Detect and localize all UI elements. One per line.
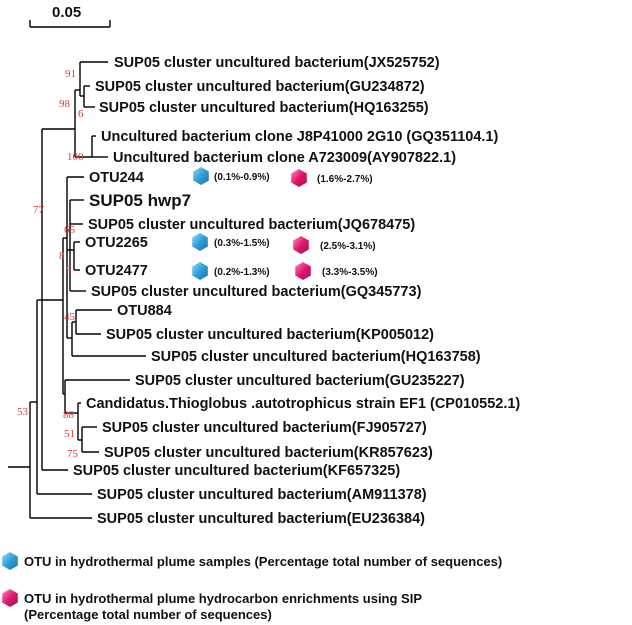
bootstrap-value: 77 [33, 204, 45, 216]
sip-hexagon-icon [295, 262, 311, 280]
bootstrap-value: 5 [66, 264, 72, 276]
bootstrap-values: 91 98 6 100 77 65 8 5 45 53 88 51 75 [17, 68, 84, 460]
leaf-label: Candidatus.Thioglobus .autotrophicus str… [86, 396, 520, 412]
bootstrap-value: 91 [65, 68, 76, 80]
bootstrap-value: 53 [17, 406, 29, 418]
legend-sip-text-line1: OTU in hydrothermal plume hydrocarbon en… [24, 591, 422, 606]
leaf-labels: SUP05 cluster uncultured bacterium(JX525… [73, 55, 520, 527]
leaf-label: SUP05 cluster uncultured bacterium(HQ163… [151, 349, 481, 365]
leaf-label: SUP05 cluster uncultured bacterium(EU236… [97, 511, 425, 527]
leaf-label: SUP05 cluster uncultured bacterium(AM911… [97, 487, 427, 503]
otu2265-sip-percentage: (2.5%-3.1%) [320, 241, 376, 252]
tree-branches [8, 61, 146, 519]
leaf-label: OTU2265 [85, 235, 148, 251]
leaf-label: SUP05 cluster uncultured bacterium(GU235… [135, 373, 465, 389]
leaf-label: SUP05 cluster uncultured bacterium(JX525… [114, 55, 440, 71]
otu2477-markers: (0.2%-1.3%) (3.3%-3.5%) [192, 262, 378, 280]
leaf-label: SUP05 cluster uncultured bacterium(KP005… [106, 327, 434, 343]
otu2265-markers: (0.3%-1.5%) (2.5%-3.1%) [192, 233, 376, 254]
bootstrap-value: 6 [78, 108, 84, 120]
leaf-label: SUP05 cluster uncultured bacterium(FJ905… [102, 420, 427, 436]
leaf-label: OTU244 [89, 170, 144, 186]
bootstrap-value: 75 [67, 448, 79, 460]
sip-hexagon-icon [293, 236, 309, 254]
bootstrap-value: 51 [64, 428, 75, 440]
leaf-label: Uncultured bacterium clone A723009(AY907… [113, 150, 456, 166]
plume-hexagon-icon [192, 262, 208, 280]
leaf-label: SUP05 cluster uncultured bacterium(KF657… [73, 463, 400, 479]
bootstrap-value: 100 [67, 151, 84, 163]
leaf-label: SUP05 cluster uncultured bacterium(GQ345… [91, 284, 422, 300]
leaf-label: SUP05 cluster uncultured bacterium(HQ163… [99, 100, 429, 116]
leaf-label: SUP05 cluster uncultured bacterium(KR857… [104, 445, 433, 461]
sip-hexagon-icon [291, 169, 307, 187]
leaf-label: OTU884 [117, 303, 172, 319]
leaf-label: SUP05 cluster uncultured bacterium(GU234… [95, 79, 425, 95]
legend-plume-text: OTU in hydrothermal plume samples (Perce… [24, 554, 502, 569]
bootstrap-value: 98 [59, 98, 71, 110]
otu2477-sip-percentage: (3.3%-3.5%) [322, 267, 378, 278]
scale-bar: 0.05 [29, 4, 111, 28]
plume-legend-hexagon-icon [2, 552, 18, 570]
legend: OTU in hydrothermal plume samples (Perce… [2, 552, 502, 622]
leaf-label: OTU2477 [85, 263, 148, 279]
legend-sip-text-line2: (Percentage total number of sequences) [24, 607, 272, 622]
bootstrap-value: 88 [63, 409, 75, 421]
leaf-label: Uncultured bacterium clone J8P41000 2G10… [101, 129, 498, 145]
sip-legend-hexagon-icon [2, 589, 18, 607]
leaf-label: SUP05 hwp7 [89, 191, 191, 210]
otu244-markers: (0.1%-0.9%) (1.6%-2.7%) [193, 167, 373, 187]
scale-bar-label: 0.05 [52, 4, 81, 21]
plume-hexagon-icon [192, 233, 208, 251]
bootstrap-value: 8 [59, 250, 65, 262]
otu2477-plume-percentage: (0.2%-1.3%) [214, 267, 270, 278]
otu244-sip-percentage: (1.6%-2.7%) [317, 174, 373, 185]
otu2265-plume-percentage: (0.3%-1.5%) [214, 238, 270, 249]
otu244-plume-percentage: (0.1%-0.9%) [214, 172, 270, 183]
bootstrap-value: 45 [64, 311, 76, 323]
bootstrap-value: 65 [64, 224, 76, 236]
plume-hexagon-icon [193, 167, 209, 185]
leaf-label: SUP05 cluster uncultured bacterium(JQ678… [88, 217, 415, 233]
